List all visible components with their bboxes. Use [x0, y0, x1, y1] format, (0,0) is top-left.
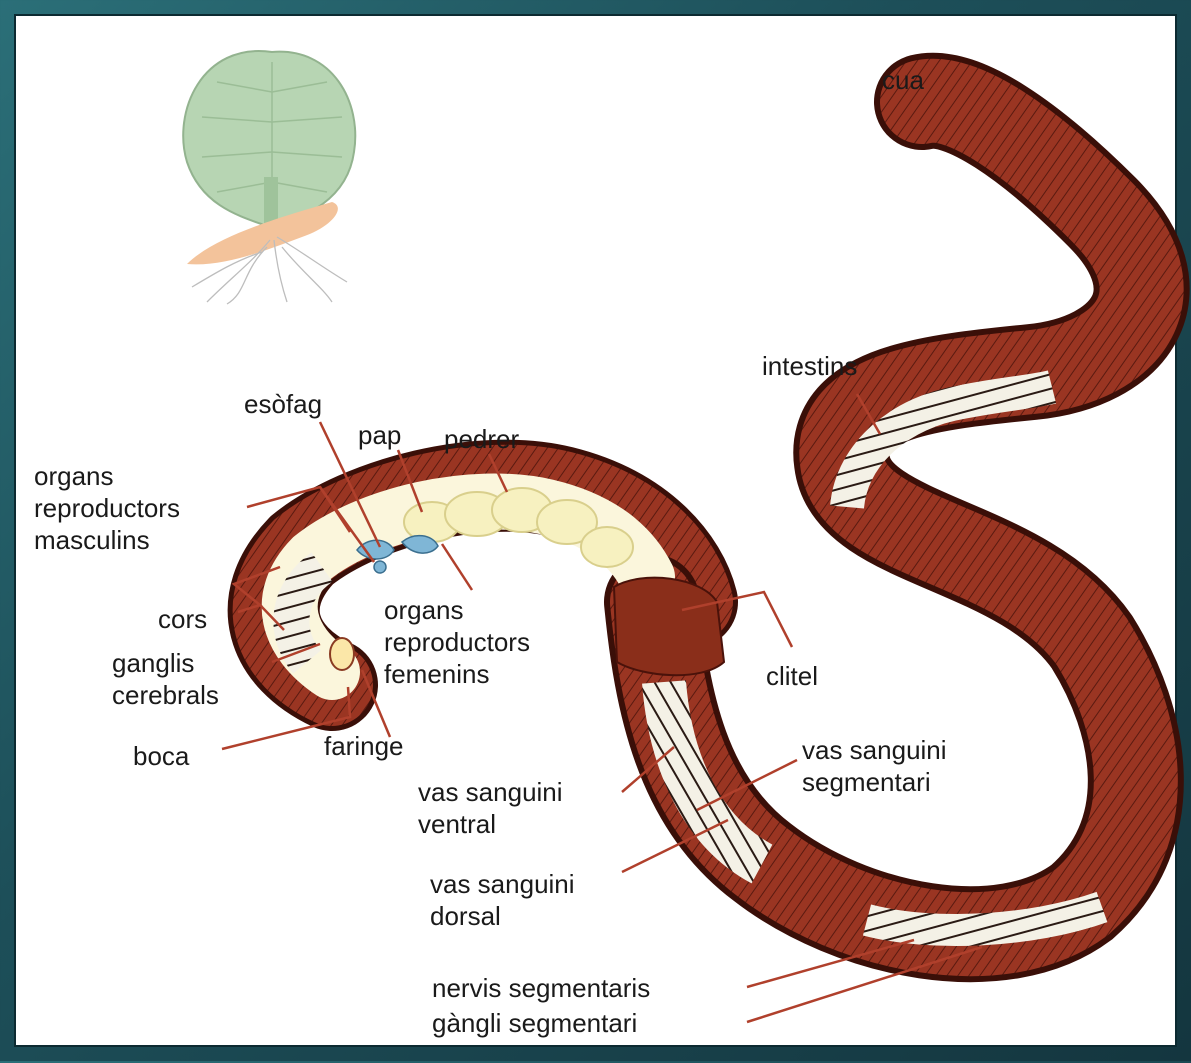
label-esofag: esòfag: [244, 388, 322, 420]
label-vas-dorsal-2: dorsal: [430, 900, 501, 932]
label-ganglis-1: ganglis: [112, 647, 194, 679]
label-organs-femenins-1: organs: [384, 594, 464, 626]
label-vas-dorsal-1: vas sanguini: [430, 868, 575, 900]
label-organs-masculins-1: organs: [34, 460, 114, 492]
label-faringe: faringe: [324, 730, 404, 762]
label-pedrer: pedrer: [444, 423, 519, 455]
tree-leaf-logo-icon: [183, 51, 355, 304]
label-pap: pap: [358, 419, 401, 451]
label-gangli-segmentari: gàngli segmentari: [432, 1007, 637, 1039]
label-nervis-segmentaris: nervis segmentaris: [432, 972, 650, 1004]
label-organs-masculins-2: reproductors: [34, 492, 180, 524]
label-organs-femenins-3: femenins: [384, 658, 490, 690]
label-clitel: clitel: [766, 660, 818, 692]
label-cors: cors: [158, 603, 207, 635]
label-cua: cua: [882, 64, 924, 96]
label-organs-masculins-3: masculins: [34, 524, 150, 556]
label-boca: boca: [133, 740, 189, 772]
label-ganglis-2: cerebrals: [112, 679, 219, 711]
label-vas-segmentari-1: vas sanguini: [802, 734, 947, 766]
label-vas-ventral-2: ventral: [418, 808, 496, 840]
label-organs-femenins-2: reproductors: [384, 626, 530, 658]
label-intestins: intestins: [762, 350, 857, 382]
clitellum: [614, 578, 724, 676]
diagram-frame: cua intestins esòfag pap pedrer organs r…: [14, 14, 1177, 1047]
label-vas-ventral-1: vas sanguini: [418, 776, 563, 808]
label-vas-segmentari-2: segmentari: [802, 766, 931, 798]
